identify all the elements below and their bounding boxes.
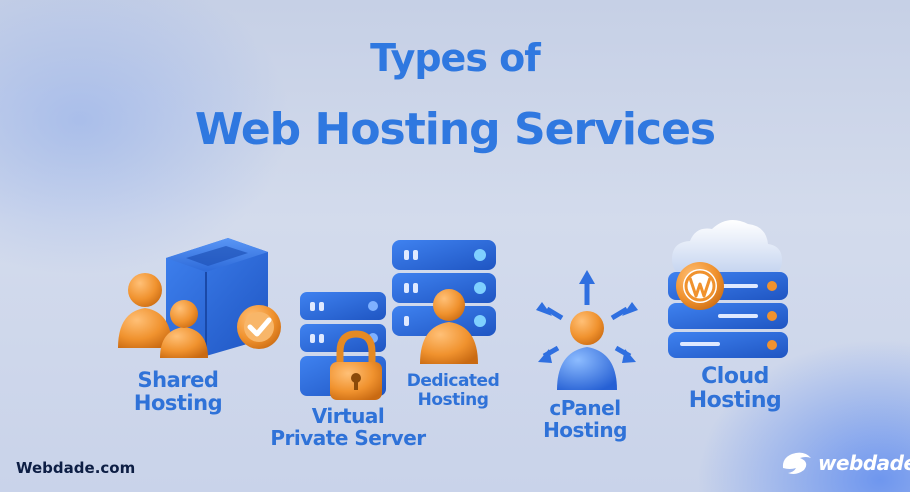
label-line: Virtual — [311, 404, 385, 428]
user-icon — [557, 311, 617, 390]
label-line: Hosting — [133, 391, 223, 416]
brand-logo-icon — [782, 452, 811, 474]
label-line: Dedicated — [406, 371, 500, 391]
label-vps: Virtual Private Server — [268, 405, 428, 449]
cloud-hosting-illustration — [668, 220, 788, 358]
cpanel-hosting-illustration — [536, 270, 638, 390]
label-cpanel-hosting: cPanel Hosting — [525, 397, 645, 441]
wordpress-icon — [676, 262, 724, 310]
label-dedicated-hosting: Dedicated Hosting — [398, 372, 508, 409]
server-stack-icon — [392, 240, 496, 336]
label-line: Cloud — [701, 364, 769, 389]
shared-hosting-illustration — [118, 238, 281, 358]
dedicated-hosting-illustration — [392, 240, 496, 364]
label-line: Hosting — [543, 418, 627, 442]
brand-name: webdade — [818, 451, 910, 475]
cloud-icon — [672, 220, 782, 276]
label-shared-hosting: Shared Hosting — [118, 368, 238, 416]
label-line: Shared — [137, 368, 219, 392]
label-line: Private Server — [270, 426, 426, 450]
padlock-icon — [330, 330, 382, 400]
title-line-2: Web Hosting Services — [194, 104, 716, 155]
brand-logo: webdade — [780, 450, 910, 476]
arrows-out-icon — [536, 270, 638, 363]
label-cloud-hosting: Cloud Hosting — [670, 364, 800, 414]
vps-illustration — [300, 292, 386, 400]
label-line: Hosting — [417, 389, 489, 410]
check-badge-icon — [237, 305, 281, 349]
user-icon — [118, 273, 172, 348]
label-line: cPanel — [549, 396, 621, 420]
user-icon — [420, 289, 478, 364]
user-icon — [160, 300, 208, 358]
label-line: Hosting — [688, 388, 782, 414]
site-url: Webdade.com — [16, 459, 136, 477]
title-line-1: Types of — [370, 36, 541, 80]
